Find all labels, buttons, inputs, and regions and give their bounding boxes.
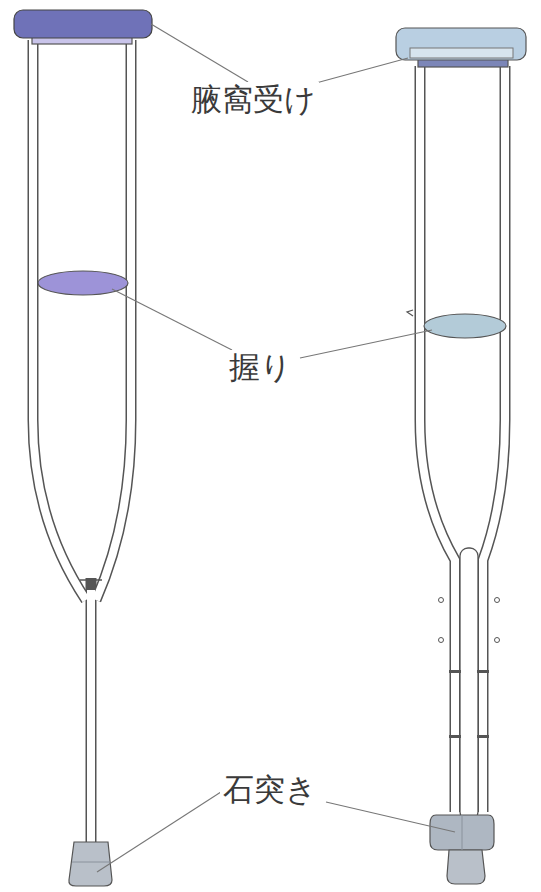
part-label: 腋窩受け — [188, 82, 319, 118]
hand-grip — [38, 271, 128, 295]
leader-line — [300, 330, 432, 358]
shaft — [86, 578, 97, 848]
axillary-pad — [396, 28, 526, 60]
rail — [483, 66, 505, 812]
left-crutch — [14, 10, 152, 886]
rail — [96, 40, 131, 600]
right-crutch — [396, 28, 526, 884]
leader-line — [326, 802, 455, 832]
leader-line — [112, 289, 232, 350]
leader-line — [151, 24, 248, 82]
part-label: 石突き — [220, 772, 320, 808]
rail — [420, 66, 455, 812]
leader-line — [305, 58, 408, 86]
rail — [33, 40, 86, 600]
extension-tube — [460, 548, 478, 820]
part-label: 握り — [226, 350, 295, 386]
tip-ferrule — [430, 815, 494, 850]
leader-line — [97, 790, 224, 872]
leader-lines — [97, 24, 455, 872]
rubber-tip — [69, 842, 112, 886]
hand-grip — [424, 314, 506, 338]
rubber-tip — [447, 850, 485, 884]
axillary-pad — [14, 10, 152, 38]
